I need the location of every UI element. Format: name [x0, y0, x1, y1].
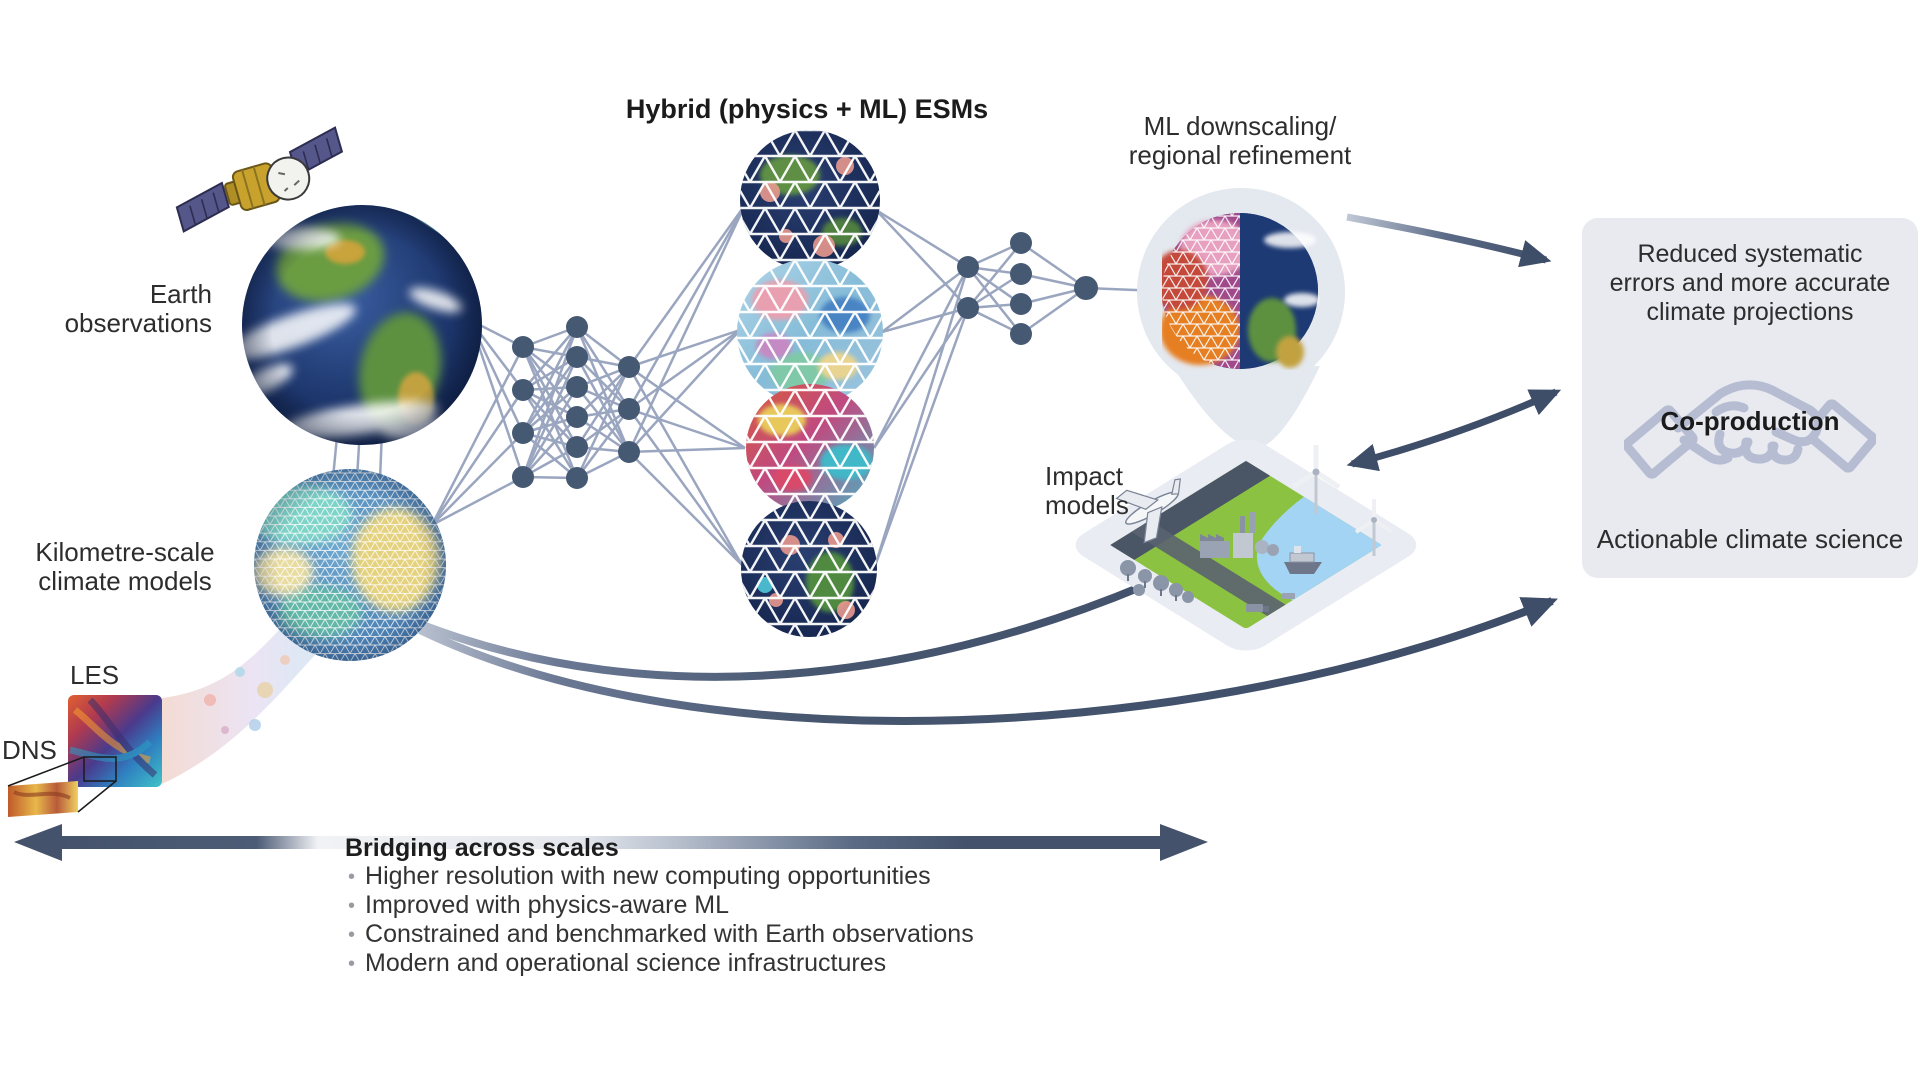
bridging-arrowhead-right: [1160, 824, 1208, 861]
bridging-bullet: Modern and operational science infrastru…: [348, 949, 974, 978]
figure-title: Hybrid (physics + ML) ESMs: [625, 94, 989, 124]
bridging-bullet: Improved with physics-aware ML: [348, 891, 974, 920]
flow-arrow-to-impact: [413, 531, 1254, 681]
wind-turbine-icons: [1291, 445, 1394, 556]
long-flow-arrows: [413, 531, 1558, 725]
earth-observations-label: Earth observations: [64, 279, 212, 338]
ml-downscaling-label: ML downscaling/ regional refinement: [1128, 111, 1352, 170]
ship-icon: [1284, 546, 1322, 574]
bridging-heading: Bridging across scales: [345, 834, 619, 862]
neural-network-nodes: [430, 204, 1161, 567]
arrow-downscaling-to-box: [1346, 213, 1552, 268]
truck-icons: [1246, 593, 1295, 612]
impact-models-map: [1075, 439, 1417, 651]
bridging-arrowhead-left: [14, 824, 62, 861]
airplane-icon: [1115, 478, 1181, 544]
bridging-scales-arrow: [14, 824, 1208, 861]
bridging-bullet-list: Higher resolution with new computing opp…: [348, 862, 974, 978]
dns-zoom-lines: [7, 756, 117, 813]
les-image: [68, 695, 162, 787]
kilometre-scale-label: Kilometre-scale climate models: [35, 537, 215, 596]
dns-image: [8, 781, 78, 817]
ml-downscaling-globe: [1162, 213, 1320, 369]
factory-icon: [1200, 512, 1279, 558]
dns-label: DNS: [2, 735, 57, 765]
flow-arrow-to-coproduction: [418, 597, 1558, 725]
satellite-icon: [175, 126, 344, 233]
tree-icons: [1120, 560, 1194, 603]
arrow-impact-box-two-way: [1346, 388, 1562, 472]
co-production-label: Co-production: [1660, 406, 1840, 436]
les-label: LES: [70, 660, 120, 690]
co-production-handshake-icon: [1622, 336, 1878, 516]
reduced-errors-text: Reduced systematic errors and more accur…: [1609, 240, 1891, 326]
bridging-bullet: Higher resolution with new computing opp…: [348, 862, 974, 891]
bridging-bullet: Constrained and benchmarked with Earth o…: [348, 920, 974, 949]
scale-funnel: [162, 605, 342, 784]
co-production-box: Reduced systematic errors and more accur…: [1582, 218, 1918, 578]
actionable-science-text: Actionable climate science: [1596, 524, 1904, 554]
kilometre-scale-globe: [254, 469, 446, 661]
hybrid-esm-globe-stack: [737, 130, 883, 637]
exchange-arrows: [1346, 213, 1562, 472]
impact-models-label: Impact models: [1045, 461, 1129, 520]
